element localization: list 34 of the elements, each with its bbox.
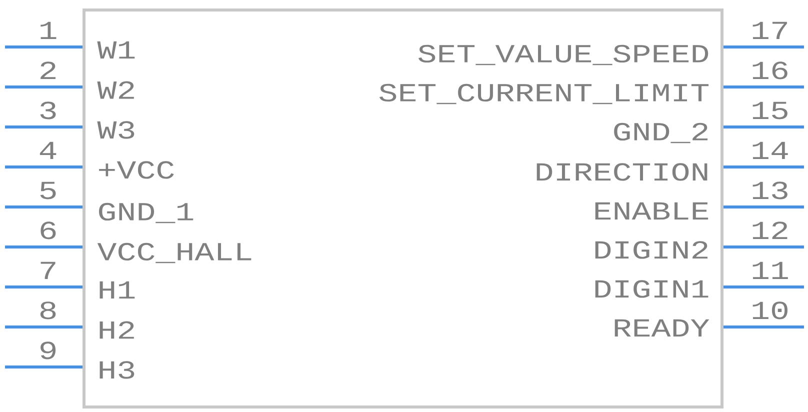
pin-name: ENABLE <box>595 202 708 220</box>
pin-name: GND_2 <box>614 122 708 144</box>
pin-name: GND_1 <box>99 202 194 224</box>
pin-name: W3 <box>97 121 134 139</box>
pin-name: DIGIN2 <box>595 241 708 259</box>
pin-number: 10 <box>752 302 788 320</box>
pin-number: 7 <box>40 262 56 279</box>
pin-name: H2 <box>100 321 134 339</box>
pin-name: H3 <box>100 361 134 379</box>
pin-name: +VCC <box>99 161 174 179</box>
pin-name: SET_VALUE_SPEED <box>418 44 708 66</box>
pin-name: VCC_HALL <box>97 242 252 264</box>
pin-number: 8 <box>40 302 56 320</box>
pin-name: H1 <box>100 281 135 299</box>
pin-number: 9 <box>40 342 56 360</box>
pin-number: 15 <box>752 102 788 120</box>
pin-name: DIRECTION <box>536 163 708 181</box>
pin-name: W1 <box>97 41 135 59</box>
pin-number: 17 <box>752 22 787 39</box>
pin-name: READY <box>614 319 710 337</box>
pin-number: 4 <box>40 142 56 159</box>
pin-number: 14 <box>752 142 788 159</box>
pin-number: 6 <box>40 222 56 240</box>
pin-number: 16 <box>752 62 788 80</box>
pin-number: 2 <box>40 62 56 79</box>
pin-number: 3 <box>40 102 56 120</box>
pin-name: W2 <box>97 81 134 99</box>
pin-number: 12 <box>752 222 788 239</box>
pin-number: 13 <box>752 182 788 200</box>
pin-number: 11 <box>752 262 788 279</box>
pin-number: 1 <box>40 22 56 39</box>
pin-name: DIGIN1 <box>595 280 708 298</box>
pin-number: 5 <box>40 182 56 200</box>
pin-name: SET_CURRENT_LIMIT <box>380 84 709 104</box>
